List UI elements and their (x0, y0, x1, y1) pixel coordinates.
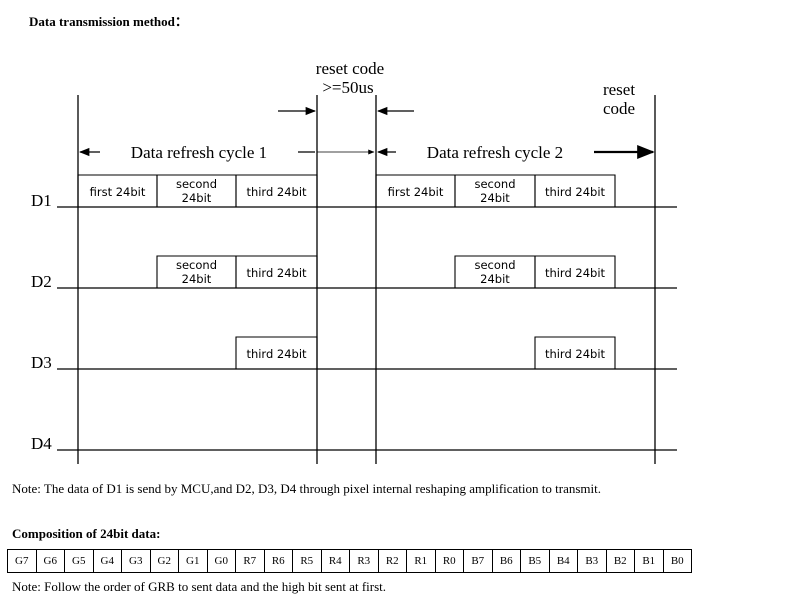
data-segment-label: third 24bit (545, 347, 606, 361)
bit-cell: R2 (377, 549, 407, 573)
reset-code-right-line1: reset (603, 80, 635, 99)
bit-cell: B3 (577, 549, 607, 573)
bit-cell: B4 (548, 549, 578, 573)
bit-cell: R6 (263, 549, 293, 573)
row-label-d2: D2 (31, 272, 52, 291)
bit-cell: R5 (292, 549, 322, 573)
timing-diagram: reset code >=50us reset code Data refres… (31, 59, 677, 464)
data-segment-label: second (474, 258, 515, 272)
bit-cell: B2 (605, 549, 635, 573)
data-segment-label: 24bit (480, 272, 510, 286)
bit-cell: B5 (520, 549, 550, 573)
data-segment-label: 24bit (480, 191, 510, 205)
cycle2-label: Data refresh cycle 2 (427, 143, 563, 162)
composition-heading: Composition of 24bit data: (12, 526, 161, 541)
bit-cell: G0 (206, 549, 236, 573)
data-segment-label: second (176, 258, 217, 272)
bit-cell: B7 (463, 549, 493, 573)
data-segment-label: third 24bit (246, 266, 307, 280)
bit-cell: R4 (320, 549, 350, 573)
cycle1-label: Data refresh cycle 1 (131, 143, 267, 162)
data-segment-box (534, 174, 616, 207)
bit-cell: G5 (64, 549, 94, 573)
bit-cell: G3 (121, 549, 151, 573)
data-segment-label: third 24bit (246, 185, 307, 199)
page-title: Data transmission method： (29, 14, 188, 29)
bit-cell: B0 (662, 549, 692, 573)
data-segment-label: 24bit (182, 272, 212, 286)
data-segment-label: first 24bit (90, 185, 146, 199)
bit-cell: G6 (35, 549, 65, 573)
row-label-d4: D4 (31, 434, 52, 453)
reset-code-middle-line1: reset code (316, 59, 384, 78)
data-segment-label: third 24bit (545, 266, 606, 280)
bit-cell: R0 (434, 549, 464, 573)
bit-cell: G4 (92, 549, 122, 573)
data-segment-label: second (176, 177, 217, 191)
reset-code-middle-line2: >=50us (322, 78, 373, 97)
order-note: Note: Follow the order of GRB to sent da… (12, 579, 387, 594)
bit-cell: R1 (406, 549, 436, 573)
bit-cell: R7 (235, 549, 265, 573)
bit-cell: G2 (149, 549, 179, 573)
data-segment-box (534, 336, 616, 369)
row-label-d3: D3 (31, 353, 52, 372)
transmission-note: Note: The data of D1 is send by MCU,and … (12, 481, 601, 496)
data-segment-box (534, 255, 616, 288)
data-segment-label: third 24bit (545, 185, 606, 199)
row-label-d1: D1 (31, 191, 52, 210)
bit-cell: G1 (178, 549, 208, 573)
reset-code-right-line2: code (603, 99, 635, 118)
bit-cell: B6 (491, 549, 521, 573)
bit-cell: R3 (349, 549, 379, 573)
data-segment-box (235, 336, 318, 369)
bit-cell: B1 (634, 549, 664, 573)
data-segment-label: 24bit (182, 191, 212, 205)
data-segment-label: second (474, 177, 515, 191)
data-segment-label: third 24bit (246, 347, 307, 361)
data-segment-label: first 24bit (388, 185, 444, 199)
bit-cell: G7 (7, 549, 37, 573)
data-segment-box (235, 174, 318, 207)
data-segment-box (235, 255, 318, 288)
